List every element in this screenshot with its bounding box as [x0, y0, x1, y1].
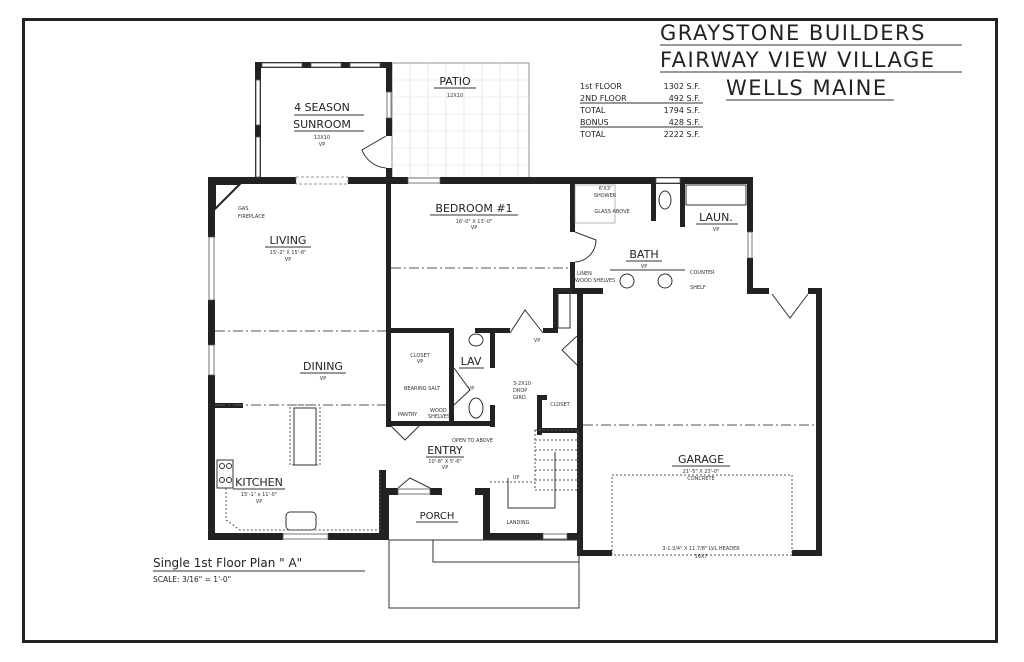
- shower-size: 6'X3': [599, 186, 612, 192]
- patio-label: PATIO: [439, 75, 471, 88]
- dining-label: DINING: [303, 360, 343, 373]
- entry-ceiling: VP: [442, 465, 448, 471]
- room-lav: LAV VP: [459, 355, 484, 392]
- living-label: LIVING: [270, 234, 307, 247]
- area-label: TOTAL: [579, 130, 606, 139]
- community-name: FAIRWAY VIEW VILLAGE: [660, 48, 936, 72]
- sunroom-label: SUNROOM: [293, 118, 351, 131]
- area-table: 1st FLOOR 1302 S.F. 2ND FLOOR 492 S.F. T…: [579, 82, 703, 139]
- entry-size: 10'-8" X 5'-6": [428, 459, 461, 465]
- pantry-note: WOOD: [430, 408, 447, 414]
- title-block: GRAYSTONE BUILDERS FAIRWAY VIEW VILLAGE …: [660, 21, 962, 101]
- garage-floor: CONCRETE: [687, 476, 715, 482]
- entry-label: ENTRY: [427, 444, 463, 457]
- plan-title: Single 1st Floor Plan " A": [153, 556, 302, 570]
- room-living: GAS FIREPLACE LIVING 15'-2" X 15'-8" VP: [238, 206, 311, 263]
- living-ceiling: VP: [285, 257, 291, 263]
- open-to-above-note: OPEN TO ABOVE: [452, 438, 493, 444]
- sunroom-ceiling: VP: [319, 142, 325, 148]
- room-laundry: LAUN. VP: [696, 211, 738, 233]
- hallway: VP 3-2X10 DROP GIRD. CLOSET: [513, 338, 571, 408]
- sunroom-label: 4 SEASON: [294, 101, 350, 114]
- area-label: 1st FLOOR: [580, 82, 622, 91]
- room-porch: PORCH: [416, 511, 458, 523]
- room-dining: DINING VP: [300, 360, 346, 382]
- kitchen-label: KITCHEN: [235, 476, 283, 489]
- room-closet: CLOSET VP BEARING SALT: [404, 353, 441, 392]
- stairs: UP LANDING: [506, 475, 529, 526]
- room-shower: 6'X3' SHOWER GLASS ABOVE: [594, 186, 630, 215]
- room-kitchen: KITCHEN 15'-1" x 11'-0" VP: [233, 476, 285, 505]
- fixtures: [214, 183, 793, 609]
- room-entry: OPEN TO ABOVE ENTRY 10'-8" X 5'-6" VP: [426, 438, 493, 471]
- sunroom-size: 12X10: [314, 135, 330, 141]
- patio-size: 12X10: [447, 93, 463, 99]
- room-pantry: PANTRY WOOD SHELVES: [398, 408, 450, 420]
- closet-ceiling: VP: [417, 359, 423, 365]
- area-label: 2ND FLOOR: [580, 94, 627, 103]
- bearing-note: BEARING SALT: [404, 386, 441, 392]
- patio: PATIO 12X10: [391, 62, 530, 179]
- area-value: 1302 S.F.: [664, 82, 700, 91]
- kitchen-ceiling: VP: [256, 499, 262, 505]
- bedroom-label: BEDROOM #1: [435, 202, 512, 215]
- room-sunroom: 4 SEASON SUNROOM 12X10 VP: [293, 101, 364, 148]
- room-garage: GARAGE 21'-5" X 23'-0" CONCRETE 3-1.3/4"…: [662, 453, 740, 560]
- area-value: 492 S.F.: [669, 94, 700, 103]
- shower-note: GLASS ABOVE: [594, 209, 629, 215]
- garage-header-note: 3-1.3/4" X 11.7/8" LVL HEADER: [662, 546, 740, 552]
- pantry-note: SHELVES: [428, 414, 450, 420]
- location-name: WELLS MAINE: [726, 76, 888, 100]
- doors: [361, 135, 809, 489]
- room-bedroom: BEDROOM #1 16'-0" X 13'-0" VP: [430, 202, 518, 231]
- area-value: 2222 S.F.: [664, 130, 700, 139]
- laundry-ceiling: VP: [713, 227, 719, 233]
- linen-label: LINEN: [577, 271, 592, 277]
- girder-label: 3-2X10: [513, 381, 531, 387]
- porch-label: PORCH: [420, 511, 455, 522]
- company-name: GRAYSTONE BUILDERS: [660, 21, 926, 45]
- landing-label: LANDING: [506, 520, 529, 526]
- fireplace-label: GAS: [238, 206, 248, 212]
- stairs-up-label: UP: [513, 475, 520, 481]
- kitchen-size: 15'-1" x 11'-0": [241, 492, 277, 498]
- drawing-border: [22, 18, 998, 643]
- bath-ceiling: VP: [641, 264, 647, 270]
- garage-door-size: 16X7: [695, 554, 708, 560]
- plan-scale: SCALE: 3/16" = 1'-0": [153, 575, 231, 584]
- closet-label: CLOSET: [410, 353, 430, 359]
- pantry-label: PANTRY: [398, 412, 418, 418]
- counter-label: COUNTER: [690, 270, 715, 276]
- lav-label: LAV: [461, 355, 482, 368]
- laundry-label: LAUN.: [699, 211, 733, 224]
- lav-ceiling: VP: [468, 386, 474, 392]
- linen-note: WOOD SHELVES: [575, 278, 615, 284]
- room-bath: BATH VP LINEN WOOD SHELVES COUNTER SHELF: [575, 248, 715, 291]
- hall-ceiling: VP: [534, 338, 540, 344]
- garage-size: 21'-5" X 23'-0": [683, 469, 720, 475]
- bedroom-ceiling: VP: [471, 225, 477, 231]
- girder-label: GIRD.: [513, 395, 528, 401]
- fireplace-label: FIREPLACE: [238, 214, 265, 220]
- area-value: 428 S.F.: [669, 118, 700, 127]
- shelf-label: SHELF: [690, 285, 706, 291]
- area-label: TOTAL: [579, 106, 606, 115]
- dining-ceiling: VP: [320, 376, 326, 382]
- windows: [208, 62, 753, 540]
- living-size: 15'-2" X 15'-8": [270, 250, 307, 256]
- garage-label: GARAGE: [678, 453, 724, 466]
- area-value: 1794 S.F.: [664, 106, 700, 115]
- bath-label: BATH: [629, 248, 658, 261]
- plan-caption: Single 1st Floor Plan " A" SCALE: 3/16" …: [153, 556, 365, 584]
- bedroom-size: 16'-0" X 13'-0": [456, 219, 493, 225]
- ceiling-lines: [215, 267, 816, 426]
- shower-label: SHOWER: [594, 193, 617, 199]
- hall-closet-label: CLOSET: [550, 402, 570, 408]
- area-label: BONUS: [580, 118, 609, 127]
- girder-label: DROP: [513, 388, 527, 394]
- room-labels: 4 SEASON SUNROOM 12X10 VP GAS FIREPLACE …: [233, 101, 740, 560]
